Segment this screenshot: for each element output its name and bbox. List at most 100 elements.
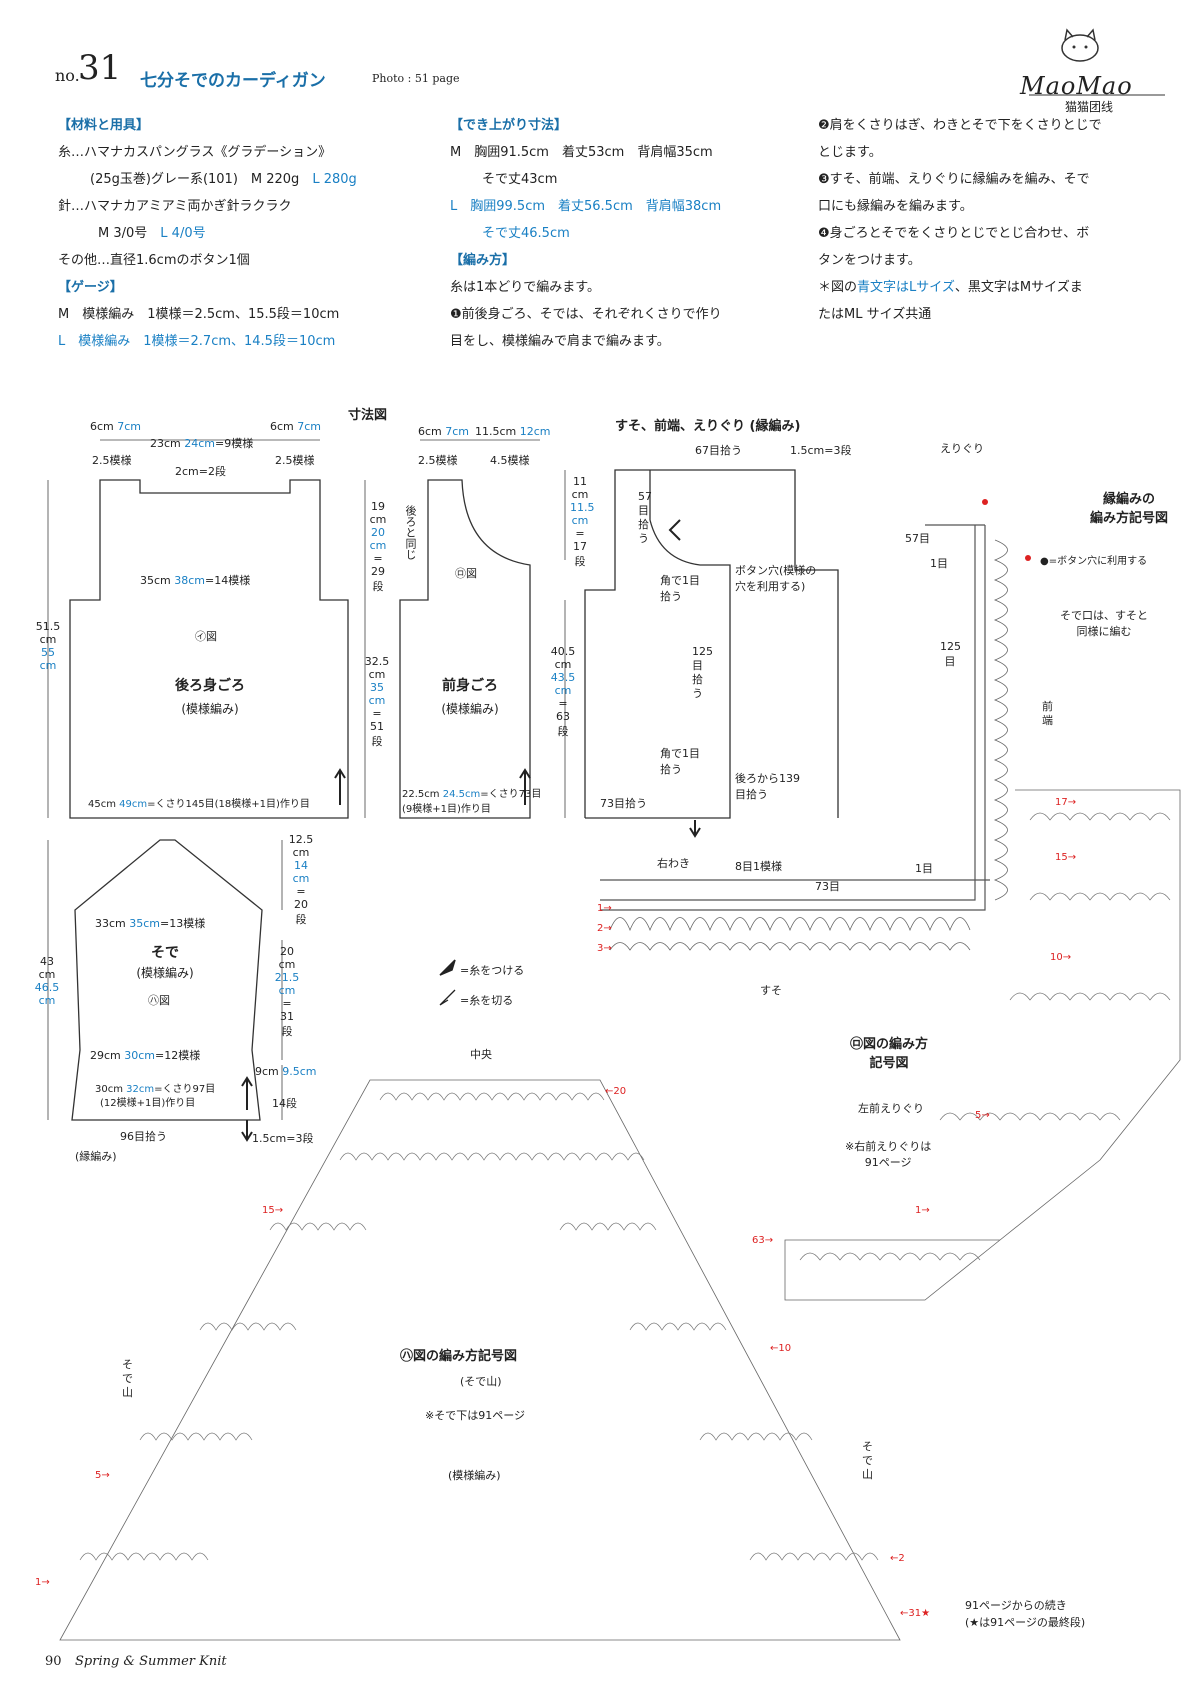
edging-neck-57: 57目拾う <box>638 490 652 545</box>
sleeve-fig-label: ㋩図 <box>148 994 170 1007</box>
materials-other: その他…直径1.6cmのボタン1個 <box>58 253 250 268</box>
ha-row-31: ←31★ <box>900 1608 931 1619</box>
ha-chart-pattern: (模様編み) <box>448 1469 501 1482</box>
method-step1-cont: 目をし、模様編みで肩まで編みます。 <box>450 334 670 349</box>
front-pattern-left: 2.5模様 <box>418 454 458 467</box>
sleeve-chain-dim: 30cm 32cm=くさり97目 <box>95 1084 216 1095</box>
sleeve-outline <box>71 839 263 1121</box>
method-note-cont: たはML サイズ共通 <box>818 307 932 322</box>
back-neck-rows: 2cm=2段 <box>175 465 226 478</box>
back-pattern-right: 2.5模様 <box>275 454 315 467</box>
edging-front-pickup: 125目拾う <box>692 645 713 700</box>
method-step3-cont: 口にも縁編みを編みます。 <box>818 199 973 214</box>
edging-neck-pickup: 67目拾う <box>695 444 742 457</box>
edging-corner-2: 角で1目拾う <box>660 747 700 776</box>
legend-yarn-attach: =糸をつける <box>460 964 525 977</box>
materials-yarn-l: L 280g <box>312 172 357 187</box>
hook-m: M 3/0号 <box>98 226 148 241</box>
method-section-2: ❷肩をくさりはぎ、わきとそで下をくさりとじで とじます。 ❸すそ、前端、えりぐり… <box>818 112 1168 328</box>
front-direction-arrow <box>519 768 531 805</box>
method-step1-text: 前後身ごろ、そでは、それぞれくさりで作り <box>461 307 722 322</box>
materials-hook: 針…ハマナカアミアミ両かぎ針ラクラク <box>58 199 292 214</box>
yarn-cut-icon <box>439 989 456 1006</box>
edge-row-2: 2→ <box>597 923 612 934</box>
edging-title: すそ、前端、えりぐり (縁編み) <box>615 419 801 434</box>
back-body-label: 後ろ身ごろ <box>175 678 245 694</box>
ha-chart-continued-note: (★は91ページの最終段) <box>965 1616 1086 1629</box>
gauge-m: M 模様編み 1模様＝2.5cm、15.5段＝10cm <box>58 307 340 322</box>
materials-hook-sizes: M 3/0号 L 4/0号 <box>58 220 438 247</box>
yarn-attach-icon <box>439 959 456 976</box>
front-fig-label: ㋺図 <box>455 567 477 580</box>
front-chain-dim-2: (9模様+1目)作り目 <box>402 804 491 815</box>
sleeve-down-arrow <box>241 1120 253 1142</box>
method-step2-text: 肩をくさりはぎ、わきとそで下をくさりとじで <box>829 118 1102 133</box>
ha-row-10: ←10 <box>770 1343 792 1354</box>
finished-l2: そで丈46.5cm <box>482 226 570 241</box>
edging-hem-pickup: 73目拾う <box>600 797 647 810</box>
ha-row-20: ←20 <box>605 1086 627 1097</box>
front-same-as-back: 後ろと同じ <box>404 505 417 560</box>
edging-back-pickup: 後ろから139目拾う <box>735 772 800 801</box>
front-shoulder-dim: 6cm 7cm <box>418 425 470 438</box>
ro-chart-title: ㋺図の編み方記号図 <box>850 1037 929 1071</box>
ro-chart-left-neck: 左前えりぐり <box>858 1102 924 1115</box>
finished-heading: 【でき上がり寸法】 <box>450 118 568 133</box>
materials-yarn-amount: (25g玉巻)グレー系(101) M 220g L 280g <box>58 166 438 193</box>
ha-chart-sub: (そで山) <box>460 1375 502 1388</box>
note-c: 、黒文字はMサイズま <box>954 280 1083 295</box>
front-neck-dim: 11.5cm 12cm <box>475 425 551 438</box>
method-step2-cont: とじます。 <box>818 145 882 160</box>
gauge-l: L 模様編み 1模様＝2.7cm、14.5段＝10cm <box>58 334 336 349</box>
materials-heading: 【材料と用具】 <box>58 118 150 133</box>
ro-row-10: 10→ <box>1050 952 1072 963</box>
edge-chart-125: 125目 <box>940 640 961 668</box>
logo-text: MaoMao <box>1020 72 1133 100</box>
ha-chart-title: ㋩図の編み方記号図 <box>400 1349 518 1364</box>
edge-chart-right-side: 右わき <box>657 857 690 870</box>
edge-chart-1b: 1目 <box>915 862 933 875</box>
edging-down-arrow <box>689 820 701 838</box>
ha-row-15: 15→ <box>262 1205 284 1216</box>
back-direction-arrow <box>334 768 346 805</box>
logo-subtext: 猫猫团线 <box>1065 100 1114 114</box>
buttonhole-legend-icon <box>1025 555 1031 561</box>
magazine-name: Spring & Summer Knit <box>75 1654 227 1669</box>
back-neck-dim: 23cm 24cm=9模様 <box>150 437 254 450</box>
ha-chart-continued: 91ページからの続き <box>965 1599 1067 1612</box>
method-note: ＊図の青文字はLサイズ、黒文字はMサイズま <box>818 274 1168 301</box>
back-body-outline <box>69 479 349 819</box>
materials-yarn-m: (25g玉巻)グレー系(101) M 220g <box>90 172 300 187</box>
logo: MaoMao 猫猫团线 <box>1015 20 1175 120</box>
edge-chart-sleeve-note: そで口は、すそと同様に編む <box>1060 609 1148 638</box>
schematic-title: 寸法図 <box>348 408 388 423</box>
sleeve-lower-width: 29cm 30cm=12模様 <box>90 1049 201 1062</box>
method-step3-text: すそ、前端、えりぐりに縁編みを編み、そで <box>829 172 1090 187</box>
ha-chart-center: 中央 <box>470 1048 492 1061</box>
ro-row-15: 15→ <box>1055 852 1077 863</box>
back-shoulder-dim-right: 6cm 7cm <box>270 420 322 433</box>
ha-chart-sleeve-cap-left: そで山 <box>122 1358 133 1399</box>
finished-l1: L 胸囲99.5cm 着丈56.5cm 背肩幅38cm <box>450 199 722 214</box>
method-intro: 糸は1本どりで編みます。 <box>450 280 600 295</box>
sleeve-sub: (模様編み) <box>136 966 194 980</box>
edging-inner-outline <box>585 470 731 819</box>
edge-chart-hem: すそ <box>760 984 782 997</box>
hook-l: L 4/0号 <box>160 226 206 241</box>
edge-chart-front: 前端 <box>1042 700 1053 727</box>
back-body-sub: (模様編み) <box>181 702 239 716</box>
sleeve-width-dim: 33cm 35cm=13模様 <box>95 917 206 930</box>
lace-pattern <box>59 539 1181 1641</box>
method-step3: ❸すそ、前端、えりぐりに縁編みを編み、そで <box>818 172 1090 187</box>
materials-section: 【材料と用具】 糸…ハマナカスパングラス《グラデーション》 (25g玉巻)グレー… <box>58 112 438 355</box>
pattern-number: 31 <box>78 48 122 88</box>
page-number: 90 <box>45 1654 62 1669</box>
note-a: ＊図の <box>818 280 858 295</box>
sleeve-edge-label: (縁編み) <box>75 1150 117 1163</box>
ha-row-5: 5→ <box>95 1470 110 1481</box>
legend-yarn-cut: =糸を切る <box>460 994 514 1007</box>
